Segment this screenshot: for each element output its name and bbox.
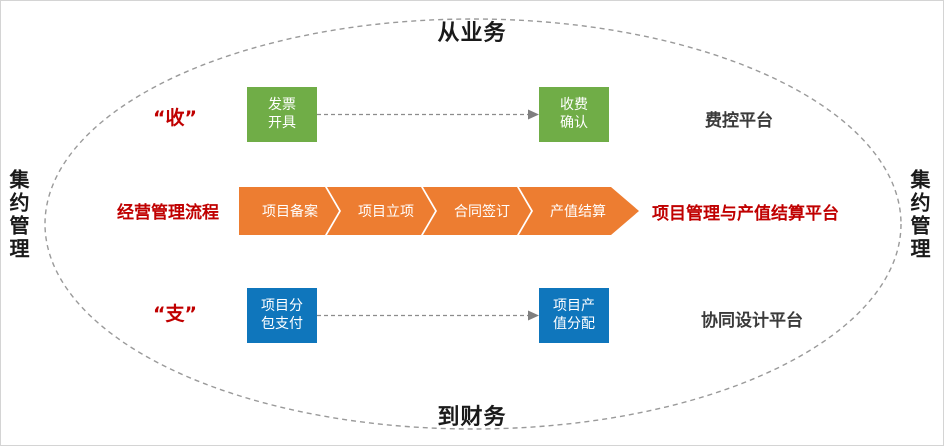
income-connector-arrow [317, 109, 539, 120]
chevron-step-4-label: 产值结算 [550, 204, 606, 220]
income-end-box-line1: 收费 [560, 97, 588, 113]
management-flow-label: 经营管理流程 [117, 203, 219, 223]
expense-start-box-line2: 包支付 [261, 315, 303, 332]
income-end-box[interactable]: 收费 确认 [539, 87, 609, 142]
income-platform-label: 费控平台 [705, 111, 773, 131]
income-start-box[interactable]: 发票 开具 [247, 87, 317, 142]
income-end-box-line2: 确认 [560, 114, 588, 131]
management-chevron-band [239, 187, 639, 235]
income-marker: “收” [153, 107, 197, 129]
expense-start-box-line1: 项目分 [261, 298, 303, 314]
management-platform-label: 项目管理与产值结算平台 [652, 204, 839, 224]
cycle-left-label: 集约管理 [6, 169, 30, 261]
expense-connector-arrow [317, 310, 539, 321]
chevron-step-4[interactable] [519, 187, 639, 235]
chevron-step-2[interactable] [327, 187, 435, 235]
income-start-box-line2: 开具 [268, 114, 296, 131]
chevron-step-1[interactable] [239, 187, 339, 235]
income-start-box-line1: 发票 [268, 97, 296, 113]
cycle-top-label: 从业务 [437, 21, 507, 46]
expense-end-box-line2: 值分配 [553, 315, 595, 332]
chevron-step-2-label: 项目立项 [358, 204, 414, 220]
expense-end-box-line1: 项目产 [553, 298, 595, 314]
chevron-step-1-label: 项目备案 [262, 204, 318, 220]
cycle-right-label: 集约管理 [907, 169, 931, 261]
chevron-step-3[interactable] [423, 187, 531, 235]
expense-platform-label: 协同设计平台 [701, 311, 803, 331]
expense-start-box[interactable]: 项目分 包支付 [247, 288, 317, 343]
chevron-step-3-label: 合同签订 [454, 204, 510, 220]
expense-end-box[interactable]: 项目产 值分配 [539, 288, 609, 343]
expense-marker: “支” [153, 303, 197, 325]
cycle-bottom-label: 到财务 [437, 405, 507, 430]
